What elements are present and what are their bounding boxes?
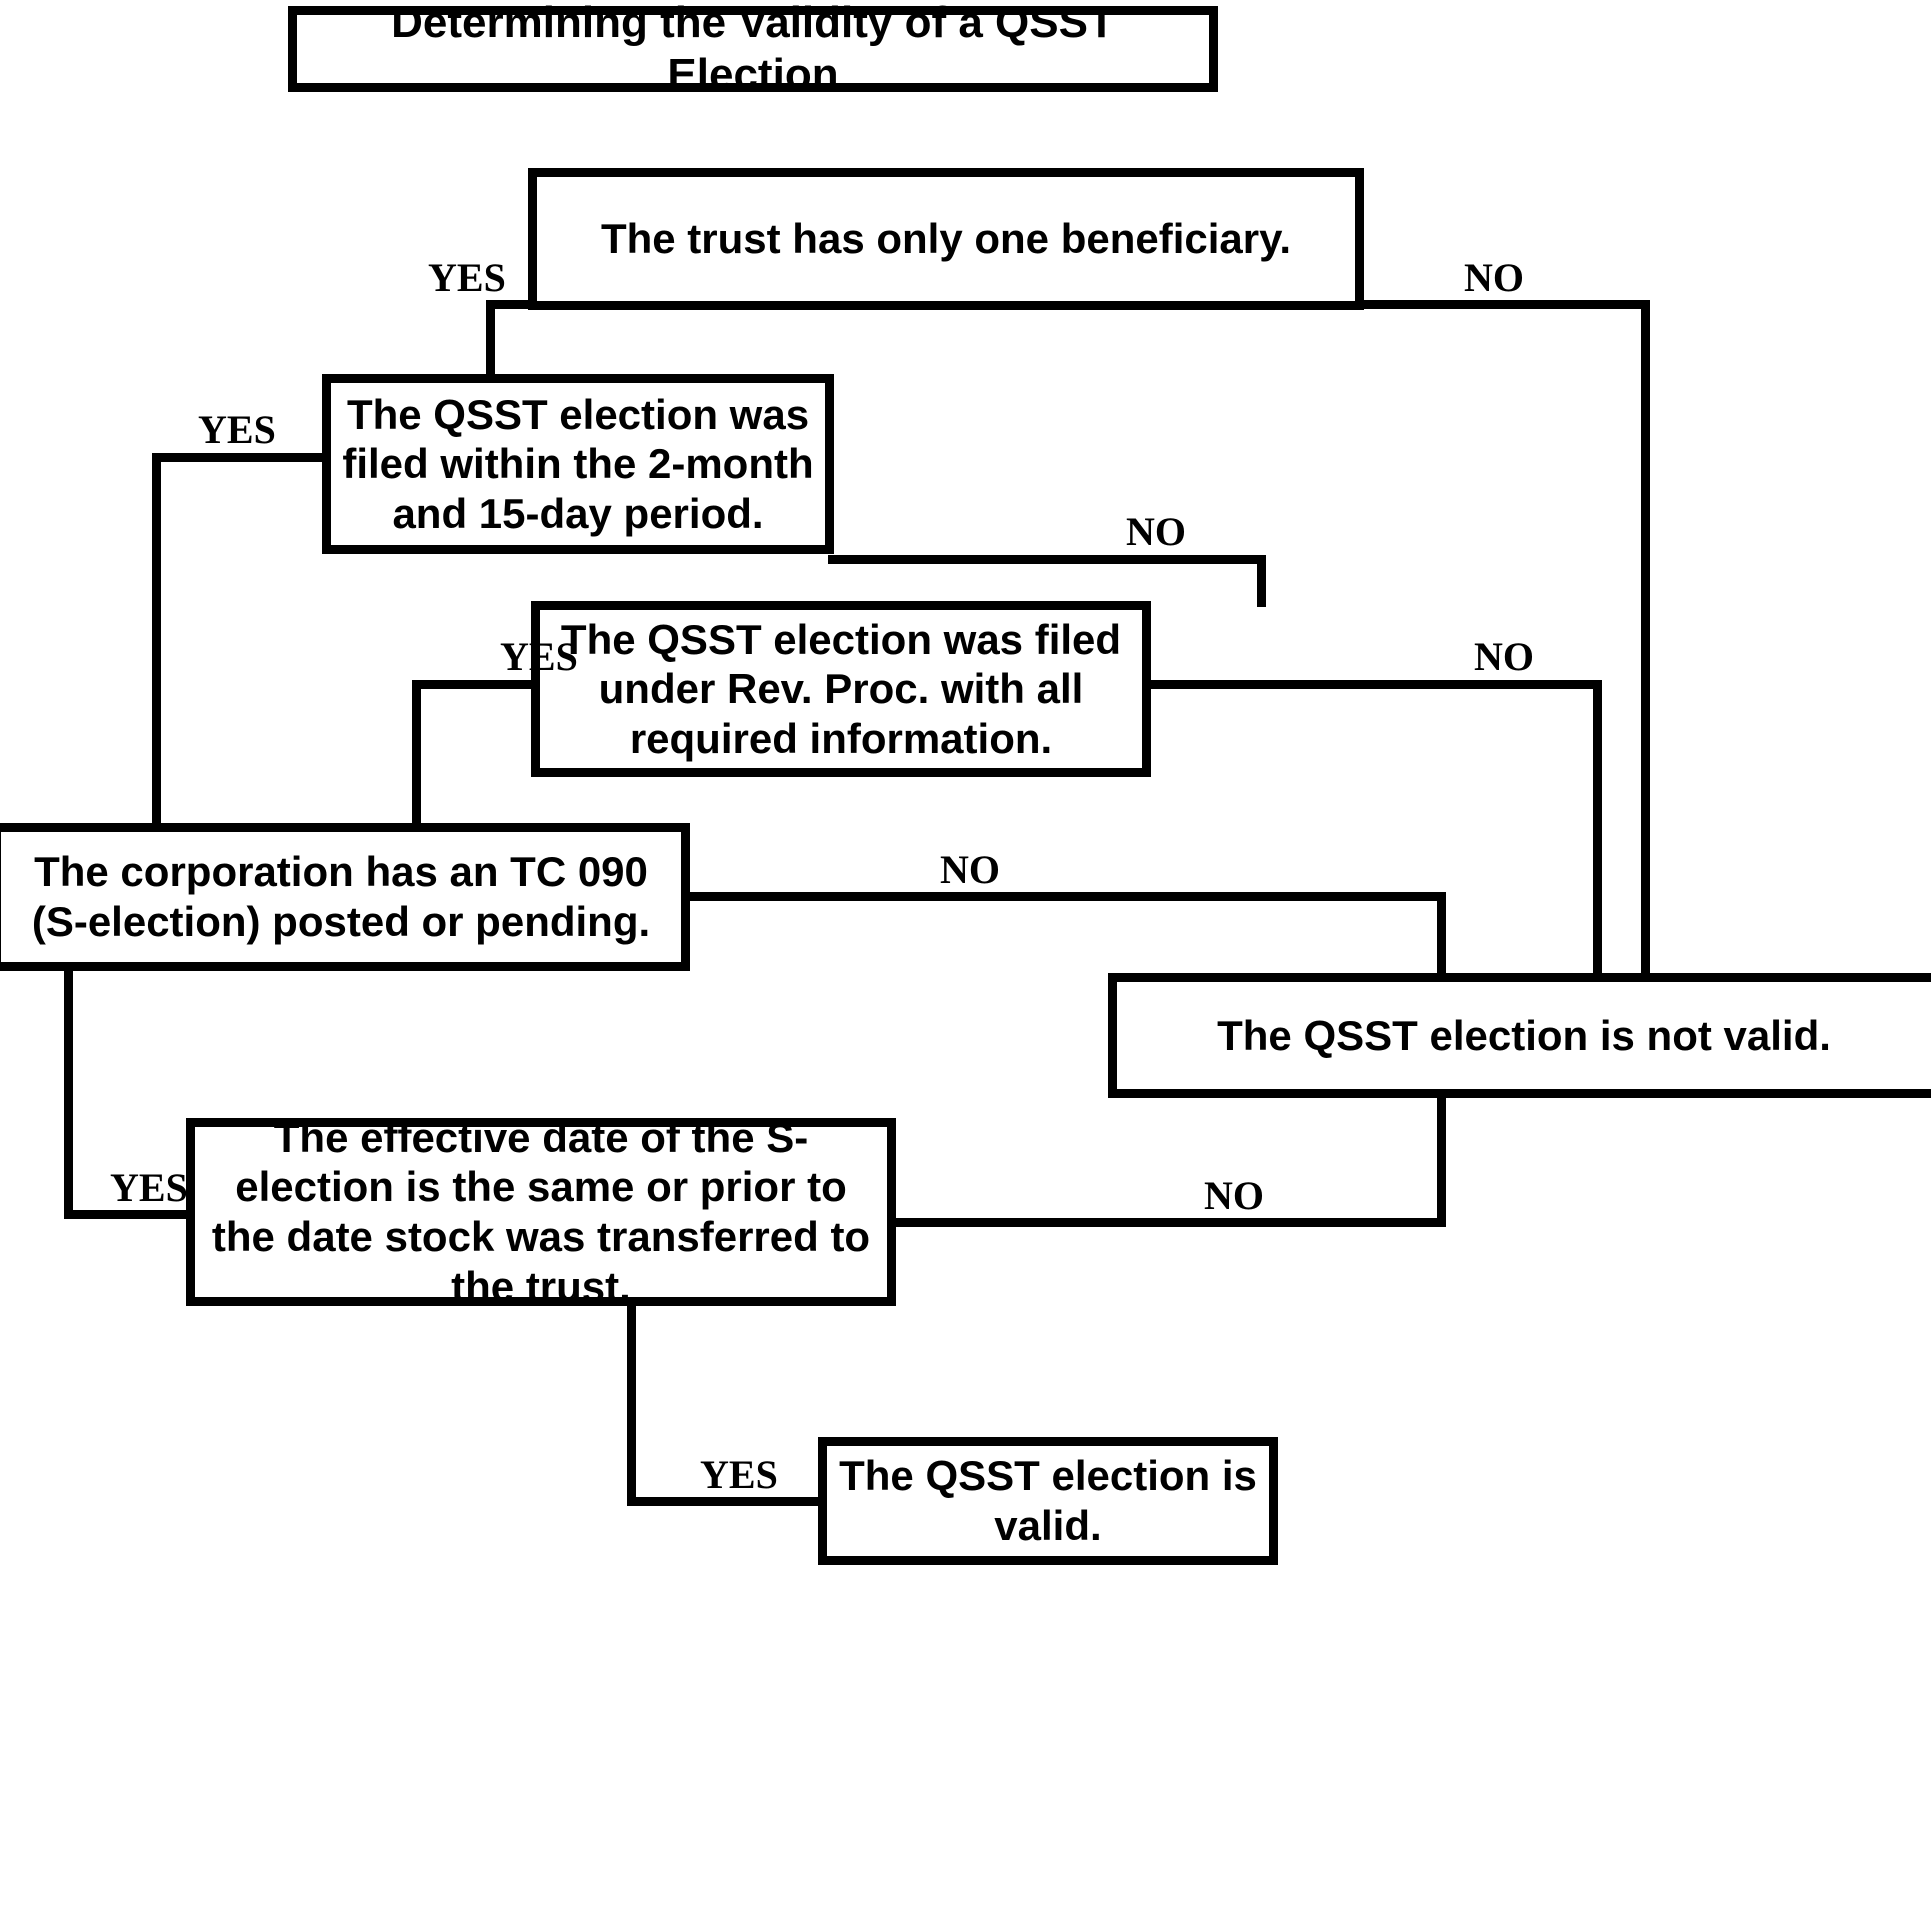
node-two-month-period[interactable]: The QSST election was filed within the 2… xyxy=(322,374,834,554)
node-election-valid-label: The QSST election is valid. xyxy=(839,1452,1257,1549)
edge-yes-tc090-vertical xyxy=(64,963,73,1219)
edge-no-tc090-vertical xyxy=(1437,892,1446,980)
edge-yes-tc090-horizontal xyxy=(64,1210,192,1219)
flowchart-title-box: Determining the Validity of a QSST Elect… xyxy=(288,0,1218,99)
edge-yes-rev-proc-vertical xyxy=(412,680,421,829)
edge-no-effective-date-vertical xyxy=(1437,1092,1446,1224)
node-tc090-s-election[interactable]: The corporation has an TC 090 (S-electio… xyxy=(0,823,690,971)
edge-no-effective-date-horizontal xyxy=(890,1218,1446,1227)
node-effective-date-label: The effective date of the S-election is … xyxy=(211,1113,871,1310)
node-two-month-period-label: The QSST election was filed within the 2… xyxy=(342,390,814,537)
node-one-beneficiary-label: The trust has only one beneficiary. xyxy=(600,215,1292,263)
edge-yes-effective-date-horizontal xyxy=(627,1497,825,1506)
node-rev-proc[interactable]: The QSST election was filed under Rev. P… xyxy=(531,601,1151,777)
edge-label-no-rev-proc: NO xyxy=(1474,634,1534,679)
edge-label-no-effective-date: NO xyxy=(1204,1173,1264,1218)
edge-label-yes-rev-proc: YES xyxy=(500,634,578,679)
edge-no-rev-proc-vertical xyxy=(1593,680,1602,980)
edge-label-yes-one-beneficiary: YES xyxy=(428,255,506,300)
edge-label-yes-tc090: YES xyxy=(110,1165,188,1210)
edge-no-two-month-horizontal xyxy=(828,555,1266,564)
node-election-not-valid-label: The QSST election is not valid. xyxy=(1217,1011,1831,1059)
edge-no-one-beneficiary-horizontal xyxy=(1356,300,1650,309)
node-election-not-valid[interactable]: The QSST election is not valid. xyxy=(1108,973,1931,1098)
edge-label-no-tc090: NO xyxy=(940,847,1000,892)
edge-label-no-two-month: NO xyxy=(1126,509,1186,554)
node-rev-proc-label: The QSST election was filed under Rev. P… xyxy=(560,615,1122,762)
edge-yes-effective-date-vertical xyxy=(627,1300,636,1504)
node-election-valid[interactable]: The QSST election is valid. xyxy=(818,1437,1278,1565)
edge-yes-one-beneficiary-vertical xyxy=(486,300,495,380)
edge-no-rev-proc-horizontal xyxy=(1144,680,1602,689)
edge-label-no-one-beneficiary: NO xyxy=(1464,255,1524,300)
edge-yes-two-month-horizontal xyxy=(152,453,330,462)
edge-yes-two-month-vertical xyxy=(152,453,161,829)
edge-label-yes-two-month: YES xyxy=(198,407,276,452)
edge-no-tc090-horizontal xyxy=(684,892,1446,901)
edge-yes-rev-proc-horizontal xyxy=(412,680,538,689)
edge-no-one-beneficiary-vertical xyxy=(1641,300,1650,980)
edge-label-yes-effective-date: YES xyxy=(700,1452,778,1497)
flowchart-title-text: Determining the Validity of a QSST Elect… xyxy=(391,0,1115,99)
node-tc090-s-election-label: The corporation has an TC 090 (S-electio… xyxy=(31,848,651,945)
node-one-beneficiary[interactable]: The trust has only one beneficiary. xyxy=(528,168,1364,310)
node-effective-date[interactable]: The effective date of the S-election is … xyxy=(186,1114,896,1310)
edge-yes-one-beneficiary-horizontal xyxy=(486,300,532,309)
edge-no-two-month-vertical xyxy=(1257,555,1266,607)
